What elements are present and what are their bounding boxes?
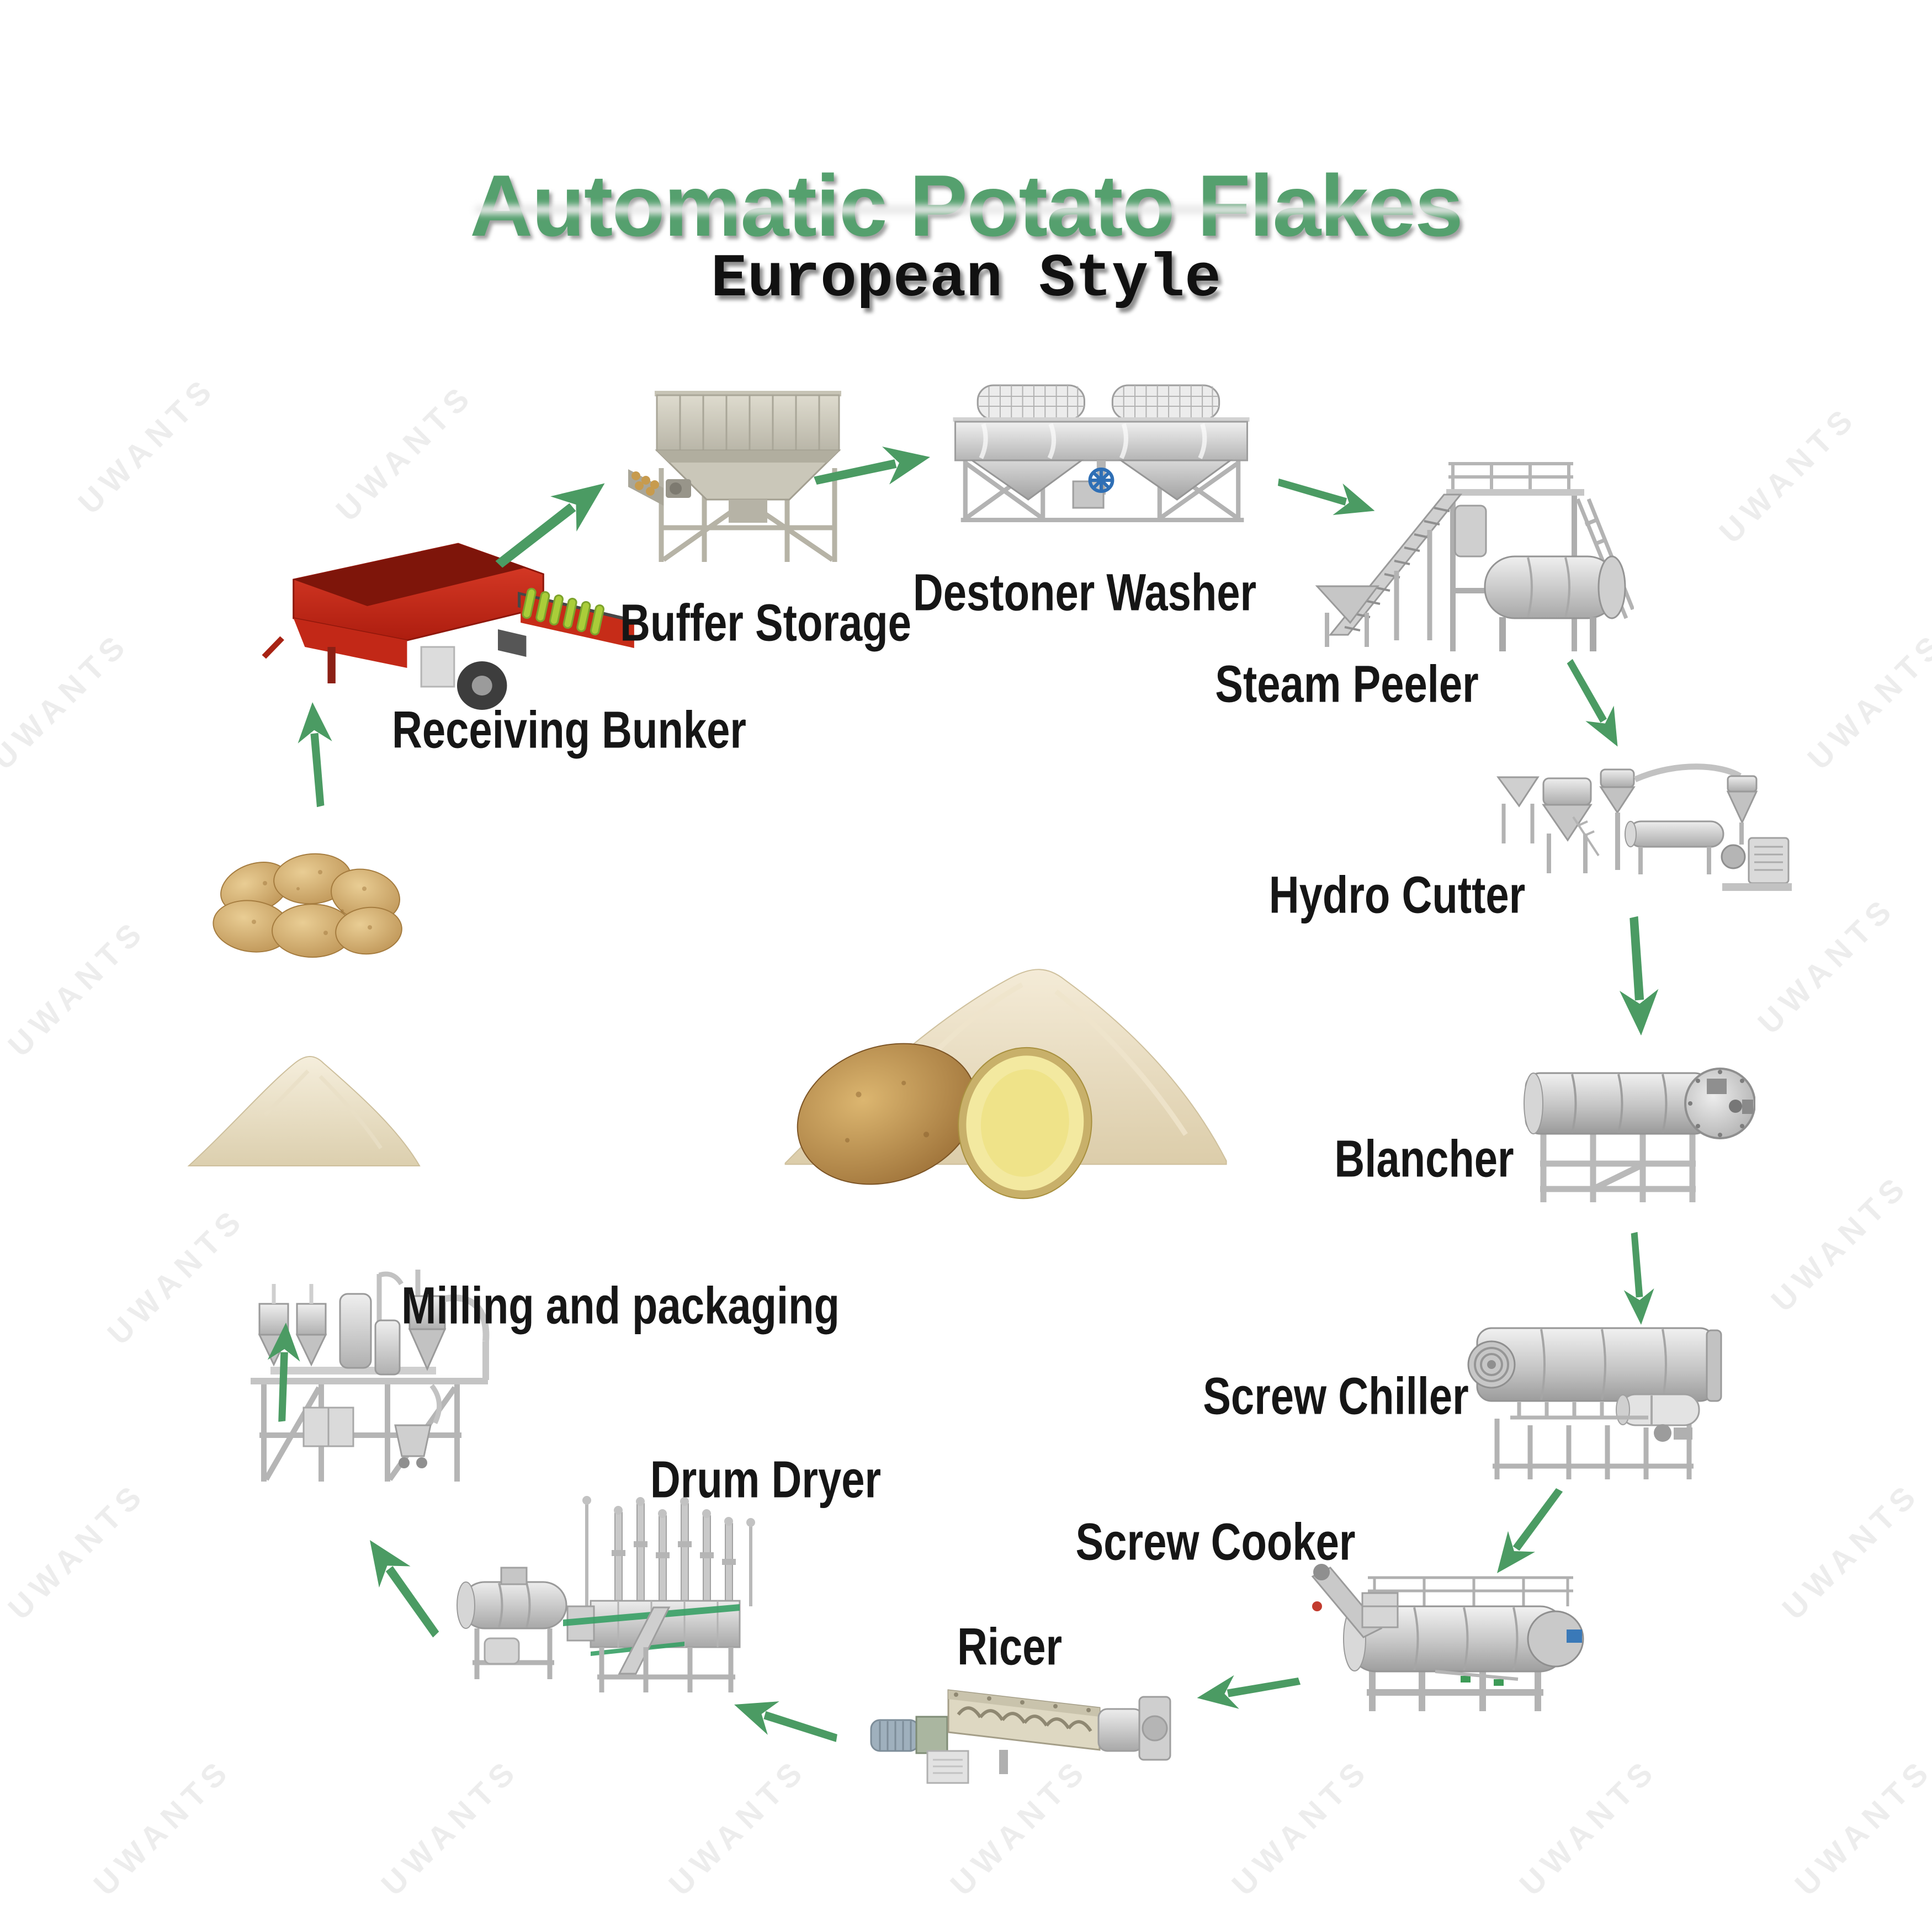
- label-milling-packaging: Milling and packaging: [401, 1276, 840, 1335]
- uwants-watermark: UWANTS: [374, 1751, 526, 1903]
- flow-arrow: [1482, 1479, 1576, 1585]
- uwants-watermark: UWANTS: [1775, 1475, 1927, 1627]
- buffer-storage-machine-image: [618, 386, 872, 569]
- uwants-watermark: UWANTS: [1, 1475, 153, 1627]
- potato-flakes-product-image: [718, 894, 1236, 1209]
- raw-potatoes-image: [199, 828, 420, 960]
- milling-packaging-machine-image: [237, 1270, 502, 1490]
- uwants-watermark: UWANTS: [662, 1751, 814, 1903]
- uwants-watermark: UWANTS: [1225, 1751, 1377, 1903]
- label-drum-dryer: Drum Dryer: [650, 1450, 882, 1509]
- flow-arrow: [294, 701, 338, 808]
- flow-arrow: [1614, 915, 1663, 1037]
- uwants-watermark: UWANTS: [329, 376, 481, 528]
- label-blancher: Blancher: [1334, 1129, 1514, 1188]
- uwants-watermark: UWANTS: [71, 369, 223, 521]
- label-screw-cooker: Screw Cooker: [1075, 1512, 1356, 1572]
- flow-arrow: [263, 1321, 304, 1423]
- uwants-watermark: UWANTS: [0, 625, 136, 777]
- label-receiving-bunker: Receiving Bunker: [392, 700, 746, 760]
- receiving-bunker-machine-image: [259, 530, 657, 718]
- label-hydro-cutter: Hydro Cutter: [1268, 866, 1526, 925]
- page-subtitle: European Style: [710, 245, 1222, 314]
- uwants-watermark: UWANTS: [87, 1751, 238, 1903]
- potato-flakes-pile-image: [182, 994, 425, 1176]
- flow-arrow: [1194, 1664, 1303, 1716]
- label-screw-chiller: Screw Chiller: [1203, 1367, 1469, 1426]
- steam-peeler-machine-image: [1314, 453, 1634, 662]
- flow-arrow: [482, 464, 619, 582]
- uwants-watermark: UWANTS: [1, 912, 153, 1064]
- ricer-machine-image: [861, 1656, 1176, 1788]
- hydro-cutter-machine-image: [1490, 751, 1800, 933]
- label-buffer-storage: Buffer Storage: [620, 593, 911, 652]
- screw-cooker-machine-image: [1297, 1524, 1595, 1717]
- uwants-watermark: UWANTS: [1764, 1167, 1916, 1319]
- flow-arrow: [728, 1686, 843, 1759]
- flow-arrow: [1619, 1231, 1658, 1326]
- label-steam-peeler: Steam Peeler: [1215, 655, 1479, 714]
- uwants-watermark: UWANTS: [1801, 625, 1932, 777]
- flow-arrow: [353, 1528, 453, 1648]
- flow-arrow: [1555, 651, 1633, 755]
- uwants-watermark: UWANTS: [1712, 399, 1864, 550]
- blancher-machine-image: [1512, 1049, 1755, 1209]
- label-destoner-washer: Destoner Washer: [912, 563, 1257, 622]
- drum-dryer-machine-image: [453, 1490, 767, 1700]
- uwants-watermark: UWANTS: [100, 1200, 252, 1352]
- uwants-watermark: UWANTS: [1788, 1751, 1932, 1903]
- destoner-washer-machine-image: [938, 381, 1264, 524]
- flow-arrow: [810, 436, 934, 500]
- screw-chiller-machine-image: [1457, 1308, 1755, 1485]
- label-ricer: Ricer: [957, 1617, 1063, 1676]
- flow-arrow: [1272, 463, 1380, 528]
- uwants-watermark: UWANTS: [1512, 1751, 1664, 1903]
- title-ghost-line: [475, 205, 1463, 214]
